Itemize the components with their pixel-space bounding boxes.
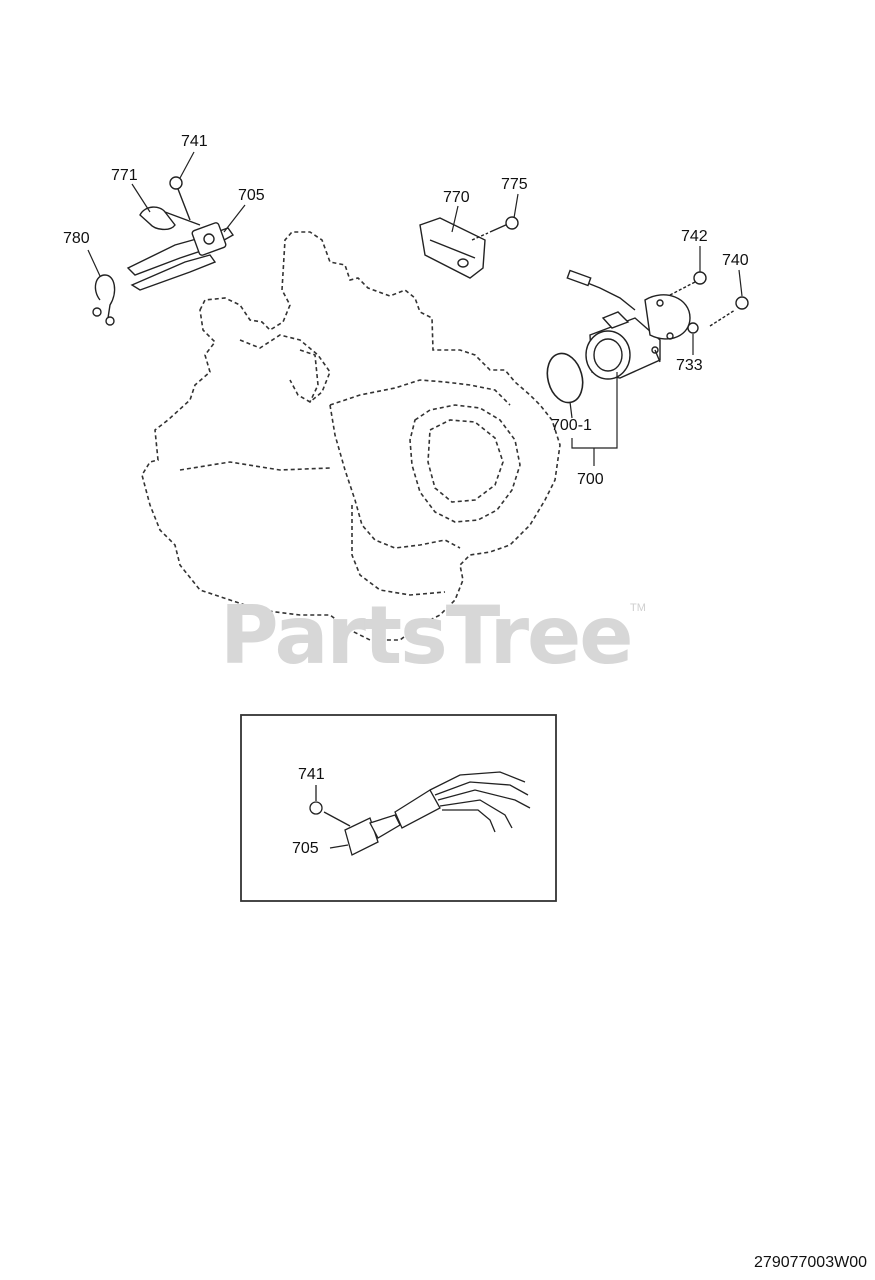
o-ring-700-1: [546, 352, 584, 404]
inset-detail: [240, 714, 557, 902]
callout-771: 771: [111, 167, 138, 184]
callout-700: 700: [577, 471, 604, 488]
bolts-742-740-733: [669, 271, 749, 334]
leader-lines: [87, 151, 743, 466]
cover-plate-770: [419, 216, 519, 279]
engine-outline: [141, 231, 561, 641]
inset-callout-705: 705: [292, 840, 319, 857]
callout-700-1: 700-1: [551, 417, 592, 434]
diagram-code: 279077003W00: [754, 1254, 867, 1271]
callout-742: 742: [681, 228, 708, 245]
trademark-symbol: TM: [630, 602, 646, 614]
callout-740: 740: [722, 252, 749, 269]
callout-775: 775: [501, 176, 528, 193]
callout-770: 770: [443, 189, 470, 206]
throttle-lever-assembly: [126, 176, 235, 291]
callout-741: 741: [181, 133, 208, 150]
callout-705: 705: [238, 187, 265, 204]
inset-callout-741: 741: [298, 766, 325, 783]
callout-780: 780: [63, 230, 90, 247]
starter-motor-700: [566, 269, 691, 380]
callout-733: 733: [676, 357, 703, 374]
watermark-logo: PartsTree: [220, 589, 634, 682]
clip-780: [92, 274, 116, 326]
